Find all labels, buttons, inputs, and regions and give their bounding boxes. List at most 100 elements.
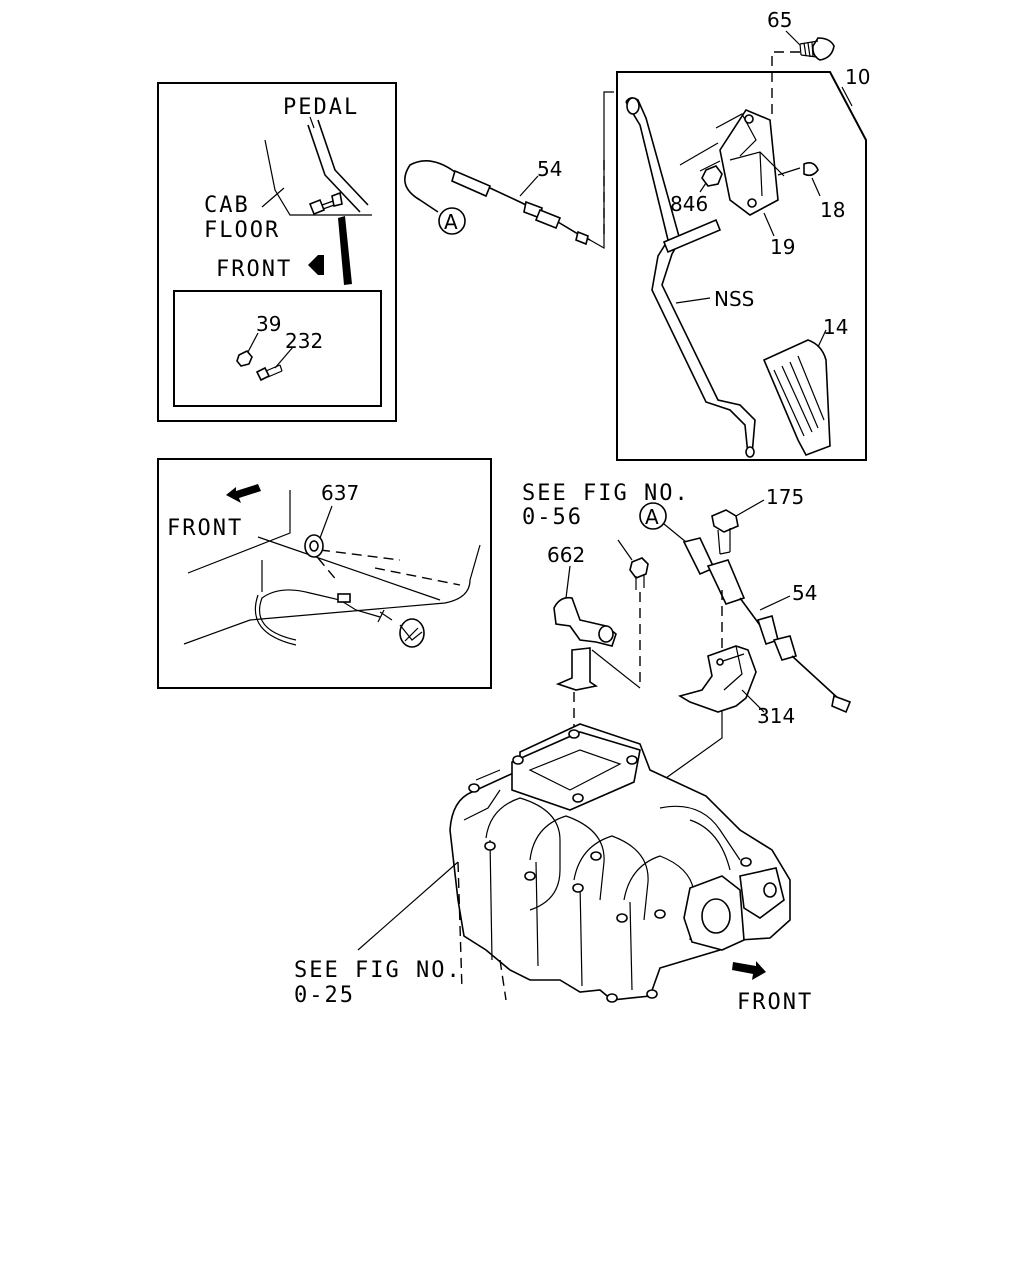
pedal-pad-ribs	[773, 355, 825, 437]
leader-39	[247, 332, 259, 353]
callout-a-circle-2	[639, 502, 667, 530]
sensor-dash	[317, 557, 339, 583]
label-14: 14	[823, 315, 848, 339]
label-front: FRONT	[216, 257, 292, 282]
throttle-bore	[701, 898, 731, 934]
bracket-link	[591, 649, 641, 689]
label-front-3: FRONT	[737, 990, 813, 1015]
leader-232	[274, 346, 294, 369]
pedal-arm-outline-2	[625, 101, 749, 456]
pedal-pad-14	[762, 339, 831, 456]
panel-edge-1	[187, 490, 291, 574]
bracket-662-foot	[555, 647, 599, 691]
hole-13	[606, 993, 618, 1003]
label-see-fig-025-2: 0-25	[294, 983, 355, 1008]
leader-54-bottom	[759, 595, 791, 611]
bolt-056-shank	[635, 574, 645, 590]
sensor-637-inner	[309, 540, 319, 552]
pedal-arm-outline-1	[625, 97, 756, 456]
leader-10	[841, 86, 853, 107]
inset-cab-floor: PEDAL CAB FLOOR FRONT 39 232	[157, 82, 397, 422]
label-10: 10	[845, 65, 870, 89]
bracket-314-detail	[719, 645, 745, 691]
label-175: 175	[766, 485, 804, 509]
front-arrow-icon	[308, 255, 324, 275]
inset-sensor: FRONT 637	[157, 458, 492, 689]
hole-8	[572, 883, 584, 893]
hole-2	[512, 755, 524, 765]
clip	[377, 609, 393, 623]
hole-14	[646, 989, 658, 999]
cab-floor-line	[264, 139, 372, 216]
manifold-runner-1	[485, 797, 561, 961]
pedal-arm-left	[307, 124, 361, 213]
bracket-19-lines	[679, 142, 721, 172]
inset-subframe	[173, 290, 382, 407]
pedal-arm-end	[745, 446, 755, 458]
bracket-314-hole	[716, 658, 724, 666]
bracket-hole-top	[744, 114, 754, 124]
callout-a-2: A	[645, 505, 659, 529]
leader-314	[741, 689, 765, 713]
callout-a: A	[444, 210, 458, 234]
label-65: 65	[767, 8, 792, 32]
hole-10	[616, 913, 628, 923]
leader-637	[319, 505, 333, 539]
hole-9	[590, 851, 602, 861]
leader-19	[763, 212, 775, 237]
cable-54-sheath	[451, 169, 492, 198]
panel-edge-2	[257, 536, 441, 601]
label-see-fig-025-1: SEE FIG NO.	[294, 958, 462, 983]
manifold-runner-3	[573, 835, 649, 987]
label-18: 18	[820, 198, 845, 222]
bolt-65-head	[812, 37, 835, 61]
hole-1	[568, 729, 580, 739]
bolt-65-shank	[799, 40, 819, 58]
inset-frame	[157, 82, 397, 422]
label-see-fig-056-1: SEE FIG NO.	[522, 481, 690, 506]
leader-175	[735, 499, 765, 517]
label-846: 846	[670, 192, 708, 216]
hole-3	[626, 755, 638, 765]
cable-54-tip	[575, 230, 589, 246]
connector	[337, 593, 351, 603]
hole-11	[654, 909, 666, 919]
cable-54b-nut	[772, 635, 797, 661]
bolt-dash	[771, 51, 800, 120]
bolt-056	[629, 557, 649, 579]
leader-18	[811, 177, 821, 197]
wire-harness-2	[254, 594, 297, 646]
manifold-runner-2	[529, 815, 605, 967]
label-19: 19	[770, 235, 795, 259]
bolt-232-head	[255, 366, 271, 382]
bolt-056-leader	[617, 539, 633, 561]
label-pedal: PEDAL	[283, 95, 359, 120]
leader-pedal	[309, 116, 315, 129]
wire-harness	[258, 589, 381, 641]
label-54-top: 54	[537, 157, 562, 181]
manifold-top-plate-inner	[528, 749, 622, 791]
manifold-hidden	[457, 861, 507, 1001]
pedal-assembly: 10 65 A 54 NSS	[404, 8, 870, 461]
throttle-body-hole	[763, 882, 777, 898]
cable-54-nut	[534, 208, 562, 230]
panel-edge-3	[183, 544, 481, 645]
clip-18	[803, 162, 819, 177]
label-54-bottom: 54	[792, 581, 817, 605]
leader-662	[565, 565, 571, 599]
bolt-232-shank	[265, 364, 283, 378]
hole-5	[468, 783, 480, 793]
cable-54b-end	[831, 694, 852, 714]
bracket-314	[677, 645, 757, 713]
throttle-body	[739, 867, 785, 919]
leader-54-top	[519, 175, 539, 197]
label-cab: CAB	[204, 193, 250, 218]
bracket-19	[719, 109, 779, 216]
floor-nut	[331, 191, 343, 207]
nut-39	[236, 350, 253, 367]
hole-6	[484, 841, 496, 851]
label-see-fig-056-2: 0-56	[522, 505, 583, 530]
hidden-edges	[319, 549, 461, 586]
bolt-175-head	[711, 509, 739, 533]
bolt-175-shank	[717, 528, 731, 555]
